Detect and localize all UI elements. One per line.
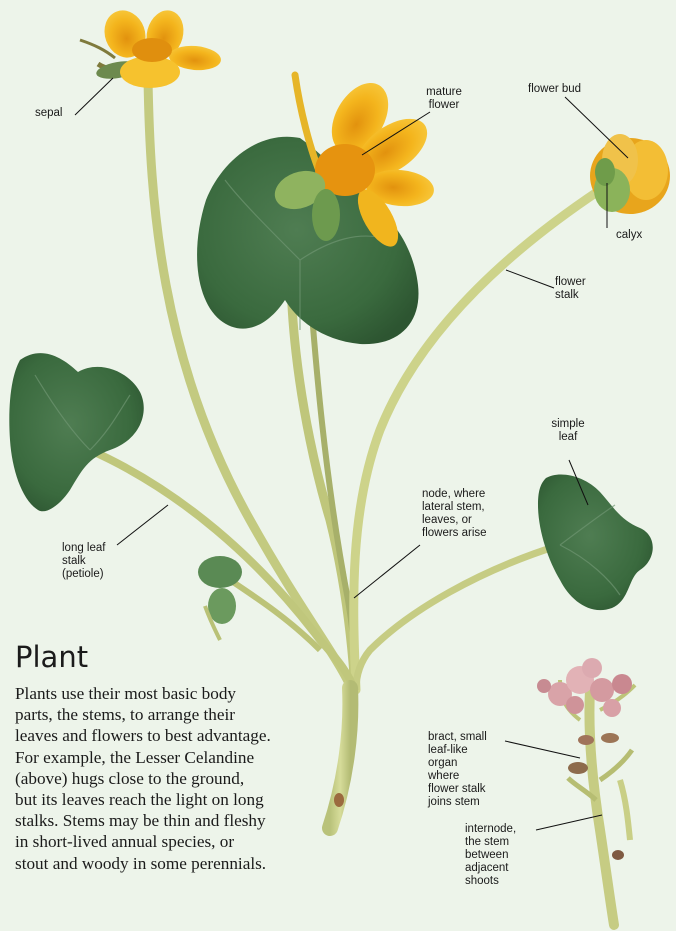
leader-flower-bud bbox=[565, 97, 628, 158]
leader-internode bbox=[536, 815, 602, 830]
body-paragraph: Plants use their most basic body parts, … bbox=[15, 683, 315, 874]
base-stem bbox=[330, 688, 350, 828]
label-flower-bud: flower bud bbox=[528, 83, 581, 96]
paragraph-line: but its leaves reach the light on long bbox=[15, 789, 315, 810]
label-internode: internode,the stembetweenadjacentshoots bbox=[465, 823, 516, 888]
paragraph-line: leaves and flowers to best advantage. bbox=[15, 725, 315, 746]
leader-bract bbox=[505, 741, 580, 758]
label-simple-leaf: simpleleaf bbox=[543, 418, 593, 444]
leader-sepal bbox=[75, 78, 113, 115]
page-title: Plant bbox=[15, 640, 88, 674]
heart-leaf-left bbox=[9, 353, 143, 511]
label-mature-flower: matureflower bbox=[418, 86, 470, 112]
label-long-leaf-stalk: long leafstalk(petiole) bbox=[62, 542, 105, 581]
leader-petiole bbox=[117, 505, 168, 545]
bract-plant bbox=[537, 658, 635, 925]
paragraph-line: For example, the Lesser Celandine bbox=[15, 747, 315, 768]
flower-bud bbox=[590, 134, 670, 214]
label-node: node, wherelateral stem,leaves, orflower… bbox=[422, 488, 487, 540]
leader-flower-stalk bbox=[506, 270, 554, 288]
label-calyx: calyx bbox=[616, 229, 642, 242]
paragraph-line: stalks. Stems may be thin and fleshy bbox=[15, 810, 315, 831]
simple-leaf bbox=[538, 474, 653, 610]
paragraph-line: stout and woody in some perennials. bbox=[15, 853, 315, 874]
paragraph-line: (above) hugs close to the ground, bbox=[15, 768, 315, 789]
label-flower-stalk: flowerstalk bbox=[555, 276, 586, 302]
label-sepal: sepal bbox=[35, 107, 63, 120]
paragraph-line: Plants use their most basic body bbox=[15, 683, 315, 704]
label-bract: bract, smallleaf-likeorganwhereflower st… bbox=[428, 731, 487, 809]
paragraph-line: parts, the stems, to arrange their bbox=[15, 704, 315, 725]
top-left-flower bbox=[80, 5, 222, 88]
leader-node bbox=[354, 545, 420, 598]
small-buds bbox=[198, 556, 242, 640]
stem-simple-leaf bbox=[356, 545, 560, 690]
paragraph-line: in short-lived annual species, or bbox=[15, 831, 315, 852]
